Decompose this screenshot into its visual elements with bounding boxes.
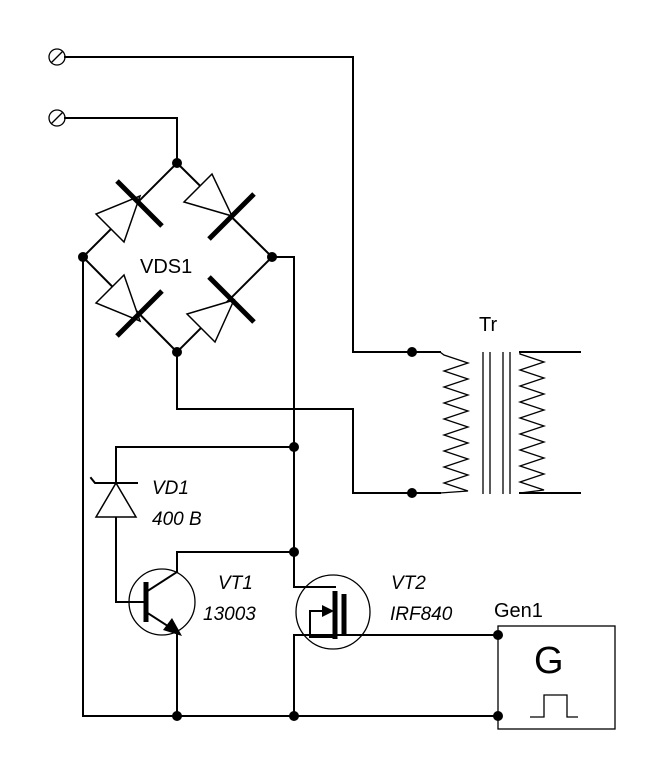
generator-gen1: G Gen1 (494, 600, 616, 730)
transistor-vt2: VT2 IRF840 (295, 573, 453, 650)
vd1-value: 400 В (152, 509, 202, 530)
transistor-vt1: VT1 13003 (128, 568, 256, 636)
pulse-icon (530, 694, 578, 718)
junction-dots (78, 158, 503, 721)
input-terminal-1 (48, 48, 66, 66)
diode-bridge: VDS1 (81, 161, 274, 354)
generator-label: Gen1 (494, 600, 543, 622)
zener-diode-vd1: VD1 400 В (89, 476, 202, 530)
vt2-name: VT2 (391, 573, 426, 594)
bridge-label: VDS1 (140, 256, 192, 278)
vt1-name: VT1 (218, 573, 253, 594)
transformer-label: Tr (479, 314, 497, 336)
generator-symbol: G (534, 640, 564, 682)
vt1-value: 13003 (203, 604, 256, 625)
wires (64, 56, 581, 717)
transformer: Tr (439, 314, 547, 494)
input-terminal-2 (48, 109, 66, 127)
vd1-name: VD1 (152, 478, 189, 499)
vt2-value: IRF840 (390, 604, 453, 625)
